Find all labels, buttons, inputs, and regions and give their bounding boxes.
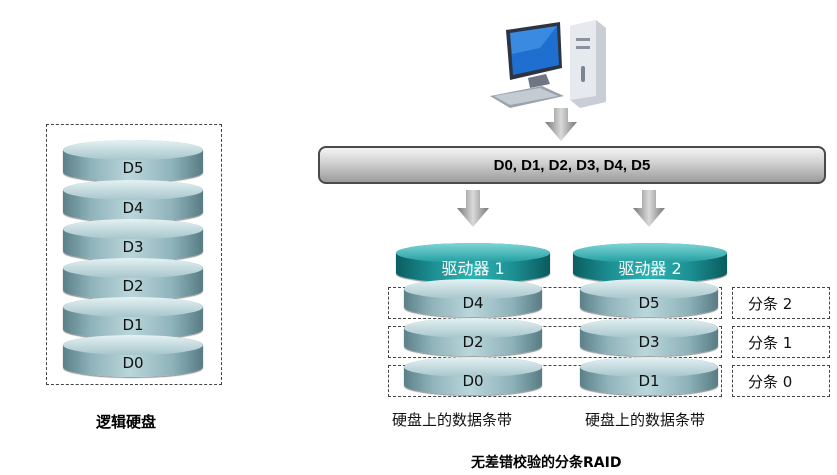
stripe-label-box-2	[732, 287, 830, 319]
drive-1-header: 驱动器 1	[396, 243, 550, 283]
drive-1-stripe-1: D2	[404, 318, 542, 356]
stripe-row-2	[388, 287, 722, 319]
drive-2-header: 驱动器 2	[573, 243, 727, 283]
stripe-row-0	[388, 365, 722, 397]
stripe-label: 分条 1	[748, 334, 793, 352]
drive-1-stripe-0: D0	[404, 357, 542, 395]
stripe-data-label: D2	[462, 333, 484, 351]
logical-disk-caption: 逻辑硬盘	[96, 413, 157, 431]
drive-name: 驱动器 1	[441, 259, 505, 278]
logical-segment-label: D0	[122, 354, 144, 372]
stripe-label: 分条 2	[748, 295, 793, 313]
diagram-title: 无差错校验的分条RAID	[471, 455, 622, 471]
drive-2-stripe-0: D1	[580, 357, 718, 395]
stripe-label-box-1	[732, 326, 830, 358]
drive-name: 驱动器 2	[618, 259, 682, 278]
drive-2-stripe-2: D5	[580, 279, 718, 317]
drive-1-caption: 硬盘上的数据条带	[392, 411, 513, 429]
stripe-data-label: D1	[638, 372, 660, 390]
down-arrow-icon	[545, 108, 577, 141]
logical-segment-label: D5	[122, 159, 144, 177]
stripe-label: 分条 0	[748, 373, 793, 391]
stripe-label-box-0	[732, 365, 830, 397]
data-bus-bar: D0, D1, D2, D3, D4, D5	[318, 146, 826, 184]
bus-label: D0, D1, D2, D3, D4, D5	[493, 157, 651, 174]
stripe-data-label: D3	[638, 333, 660, 351]
logical-segment-label: D3	[122, 238, 144, 256]
logical-segment-d0: D0	[63, 335, 203, 377]
logical-disk-frame	[46, 124, 222, 385]
down-arrow-icon	[633, 190, 665, 227]
stripe-data-label: D5	[638, 294, 660, 312]
logical-segment-d5: D5	[63, 140, 203, 182]
desktop-computer-icon	[490, 20, 606, 108]
logical-segment-d1: D1	[63, 297, 203, 339]
logical-segment-d4: D4	[63, 180, 203, 222]
logical-segment-label: D2	[122, 277, 144, 295]
stripe-data-label: D0	[462, 372, 484, 390]
logical-segment-d2: D2	[63, 258, 203, 300]
stripe-row-1	[388, 326, 722, 358]
logical-segment-label: D1	[122, 316, 144, 334]
drive-2-stripe-1: D3	[580, 318, 718, 356]
drive-2-caption: 硬盘上的数据条带	[585, 411, 706, 429]
logical-segment-d3: D3	[63, 219, 203, 261]
down-arrow-icon	[457, 190, 489, 227]
logical-segment-label: D4	[122, 199, 144, 217]
drive-1-stripe-2: D4	[404, 279, 542, 317]
stripe-data-label: D4	[462, 294, 484, 312]
